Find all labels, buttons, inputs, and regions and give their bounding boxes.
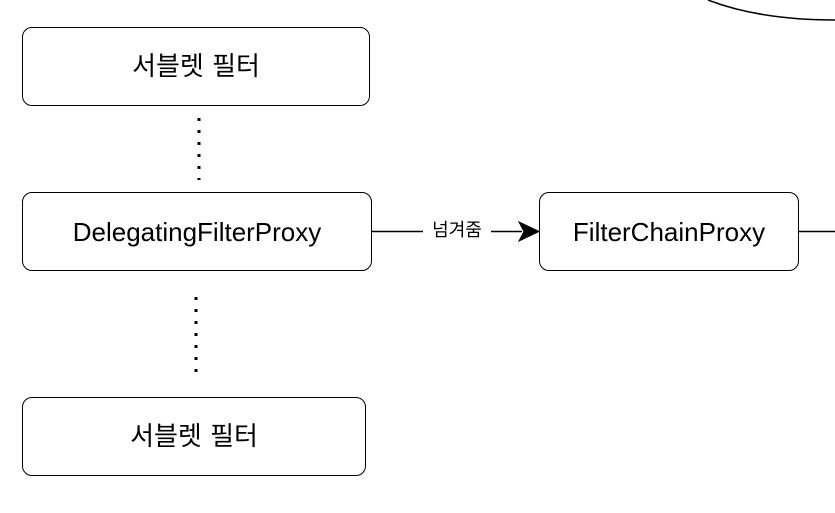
partial-ellipse-shape	[707, 0, 835, 21]
servlet-filter-bottom-box[interactable]: 서블렛 필터	[22, 397, 366, 476]
delegating-filter-proxy-label: DelegatingFilterProxy	[72, 216, 322, 247]
filter-chain-proxy-box[interactable]: FilterChainProxy	[539, 192, 799, 271]
servlet-filter-top-label: 서블렛 필터	[132, 51, 260, 82]
delegate-edge-label: 넘겨줌	[423, 220, 491, 242]
filter-chain-proxy-label: FilterChainProxy	[572, 216, 766, 247]
delegate-arrowhead	[517, 220, 541, 243]
delegating-filter-proxy-box[interactable]: DelegatingFilterProxy	[22, 192, 372, 271]
servlet-filter-top-box[interactable]: 서블렛 필터	[22, 27, 370, 106]
servlet-filter-bottom-label: 서블렛 필터	[130, 421, 258, 452]
